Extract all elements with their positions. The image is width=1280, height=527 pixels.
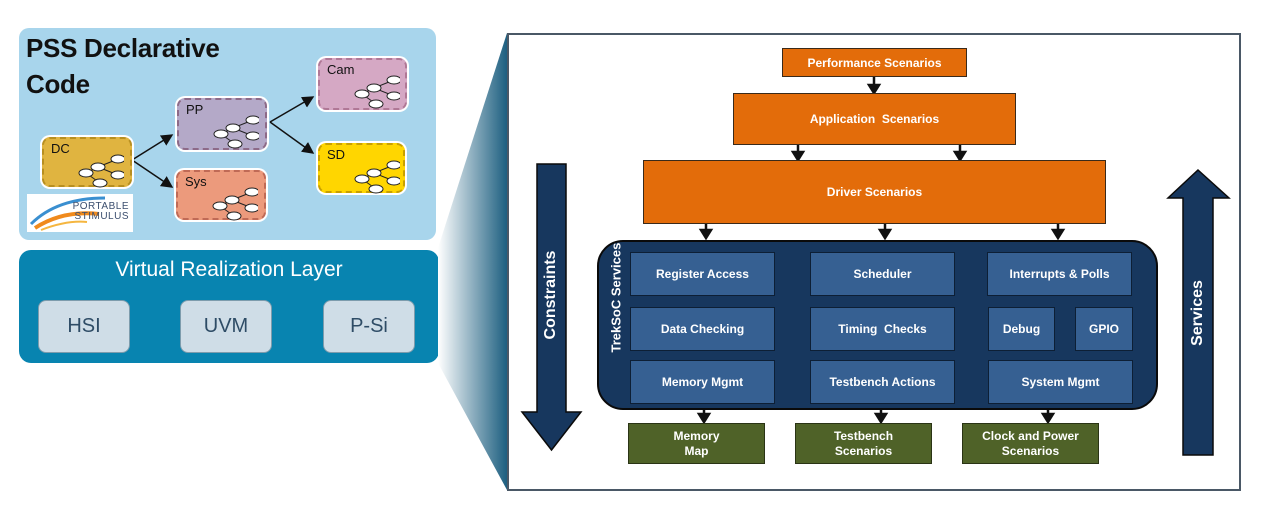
cell-system-mgmt: System Mgmt <box>988 360 1133 404</box>
constraints-arrow <box>520 163 583 452</box>
cell-register-access: Register Access <box>630 252 775 296</box>
performance-scenarios: Performance Scenarios <box>782 48 967 77</box>
output-line2: Scenarios <box>834 443 893 458</box>
mini-graph-node <box>225 123 241 133</box>
vrl-item-hsi: HSI <box>38 300 130 353</box>
portable-stimulus-logo: PORTABLE STIMULUS <box>27 194 133 232</box>
swoosh-icon <box>29 196 106 231</box>
mini-graph-node <box>90 162 106 172</box>
mini-graph-node <box>110 170 124 180</box>
mini-graph-node <box>245 115 259 125</box>
mini-graph-icon <box>212 187 258 221</box>
output-line1: Memory <box>673 428 720 443</box>
mini-graph-icon <box>213 115 259 149</box>
mini-graph-node <box>366 83 382 93</box>
node-sys: Sys <box>176 170 266 221</box>
output-line1: Testbench <box>833 428 894 443</box>
cell-gpio: GPIO <box>1075 307 1133 351</box>
node-sd-label: SD <box>327 147 346 162</box>
vrl-item-uvm: UVM <box>180 300 272 353</box>
mini-graph-node <box>354 89 370 99</box>
mini-graph-node <box>227 139 243 149</box>
services-label: Services <box>1189 280 1206 346</box>
driver-scenarios: Driver Scenarios <box>643 160 1106 224</box>
mini-graph-node <box>368 184 384 194</box>
mini-graph-node <box>78 168 94 178</box>
mini-graph-icon <box>354 160 400 194</box>
mini-graph-node <box>212 201 228 211</box>
logo-text: PORTABLE STIMULUS <box>73 202 129 222</box>
pss-title-line2: Code <box>26 69 90 99</box>
zoom-callout-wedge <box>438 33 507 490</box>
mini-graph-node <box>386 91 400 101</box>
mini-graph-node <box>366 168 382 178</box>
node-pp: PP <box>177 98 267 150</box>
logo-line2: STIMULUS <box>74 211 129 222</box>
cell-debug: Debug <box>988 307 1055 351</box>
logo-line1: PORTABLE <box>72 201 129 212</box>
mini-graph-node <box>386 176 400 186</box>
mini-graph-node <box>110 154 124 164</box>
cell-testbench-actions: Testbench Actions <box>810 360 955 404</box>
pss-title: PSS Declarative Code <box>26 30 220 102</box>
arrow-dc-pp <box>131 134 174 161</box>
services-arrow <box>1166 168 1231 456</box>
mini-graph-node <box>92 178 108 188</box>
arrow-dc-sys <box>131 159 174 188</box>
cell-scheduler: Scheduler <box>810 252 955 296</box>
output-line1: Clock and Power <box>982 428 1079 443</box>
node-cam: Cam <box>318 58 407 110</box>
node-sd: SD <box>318 143 405 194</box>
mini-graph-icon <box>78 154 124 188</box>
cell-interrupts-polls: Interrupts & Polls <box>987 252 1132 296</box>
mini-graph-node <box>226 211 242 221</box>
node-pp-label: PP <box>186 102 204 117</box>
mini-graph-node <box>368 99 384 109</box>
output-line2: Scenarios <box>1001 443 1060 458</box>
node-dc: DC <box>42 137 132 188</box>
cell-timing-checks: Timing Checks <box>810 307 955 351</box>
application-scenarios: Application Scenarios <box>733 93 1016 145</box>
mini-graph-node <box>244 187 258 197</box>
cell-memory-mgmt: Memory Mgmt <box>630 360 775 404</box>
node-dc-label: DC <box>51 141 70 156</box>
mini-graph-node <box>354 174 370 184</box>
arrow-pp-cam <box>269 96 315 123</box>
mini-graph-node <box>224 195 240 205</box>
pss-graph-arrows <box>131 96 315 188</box>
constraints-label: Constraints <box>542 250 559 340</box>
mini-graph-node <box>245 131 259 141</box>
output-line2: Map <box>684 443 709 458</box>
cell-data-checking: Data Checking <box>630 307 775 351</box>
node-sys-label: Sys <box>185 174 207 189</box>
vrl-title: Virtual Realization Layer <box>115 258 343 281</box>
mini-graph-node <box>244 203 258 213</box>
arrow-pp-sd <box>269 121 315 154</box>
mini-graph-node <box>386 75 400 85</box>
mini-graph-node <box>386 160 400 170</box>
node-cam-label: Cam <box>327 62 355 77</box>
pss-title-line1: PSS Declarative <box>26 33 220 63</box>
treksoc-services-label: TrekSoC Services <box>608 242 624 353</box>
vrl-item-psi: P-Si <box>323 300 415 353</box>
mini-graph-icon <box>354 75 400 109</box>
mini-graph-node <box>213 129 229 139</box>
